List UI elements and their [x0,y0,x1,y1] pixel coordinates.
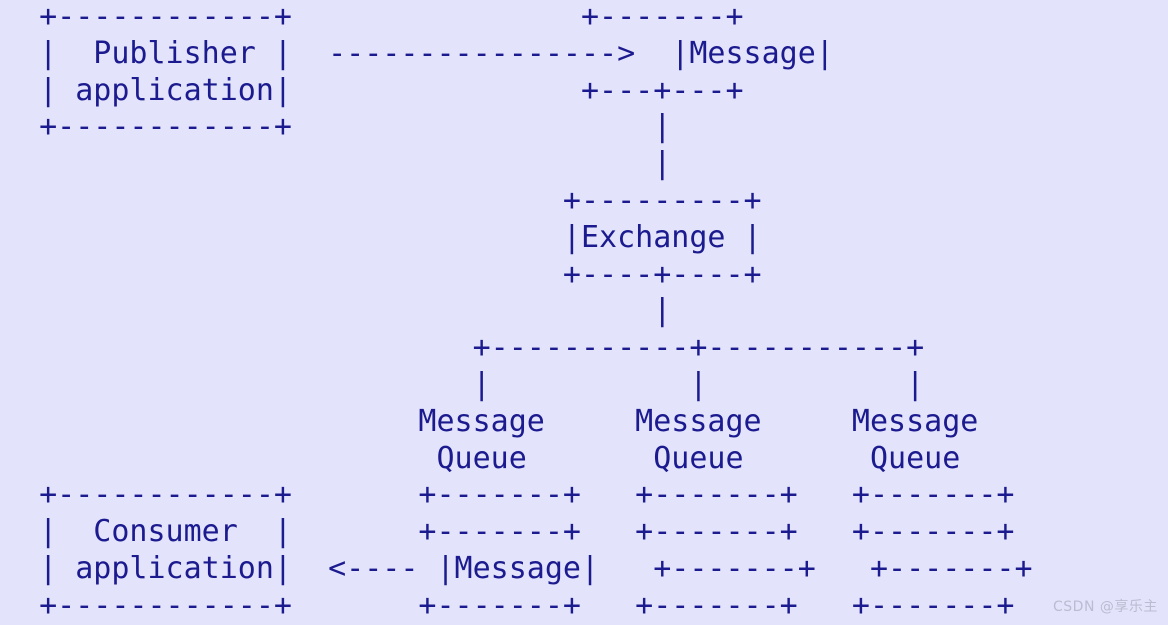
diagram-row-8: +----+----+ [3,256,762,292]
diagram-row-3: | application| +---+---+ [3,72,744,108]
diagram-row-12: Message Message Message [3,403,979,439]
diagram-row-2: | Publisher | ----------------> |Message… [3,35,834,71]
diagram-row-17: +------------+ +-------+ +-------+ +----… [3,587,1015,623]
diagram-row-9: | [3,293,672,329]
diagram-row-10: +-----------+-----------+ [3,330,925,366]
diagram-row-5: | [3,146,672,182]
diagram-row-14: +------------+ +-------+ +-------+ +----… [3,477,1015,513]
diagram-row-16: | application| <---- |Message| +-------+… [3,551,1033,586]
diagram-row-1: +------------+ +-------+ [3,0,744,34]
diagram-row-6: +---------+ [3,183,762,218]
diagram-row-11: | | | [3,367,925,402]
diagram-row-13: Queue Queue Queue [3,440,961,476]
diagram-row-7: |Exchange | [3,219,762,255]
diagram-row-4: +------------+ | [3,109,672,145]
diagram-row-15: | Consumer | +-------+ +-------+ +------… [3,514,1015,550]
csdn-watermark: CSDN @享乐主 [1053,599,1158,615]
